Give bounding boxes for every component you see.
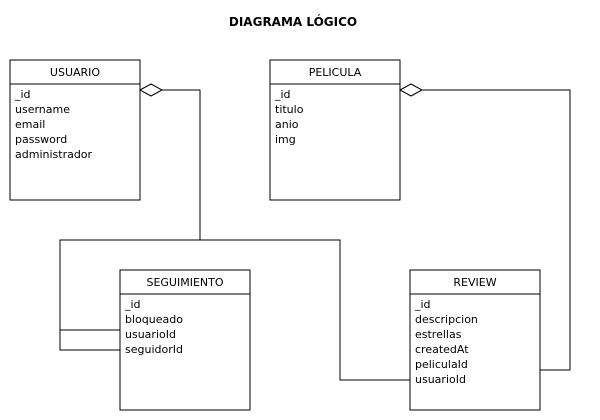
entity-usuario-name: USUARIO xyxy=(50,66,100,79)
entity-pelicula-name: PELICULA xyxy=(309,66,362,79)
entity-pelicula-attr: img xyxy=(275,133,296,146)
entity-usuario-attr: administrador xyxy=(15,148,93,161)
entity-pelicula[interactable]: PELICULA _id titulo anio img xyxy=(269,59,401,201)
connector-usuario-seguimiento-usuarioid xyxy=(59,89,201,331)
connector-seguimiento-seguidorid-branch xyxy=(59,330,120,351)
entity-seguimiento-attr: _id xyxy=(124,298,141,311)
entity-seguimiento-attr: bloqueado xyxy=(125,313,183,326)
entity-review-attr: usuarioId xyxy=(415,373,466,386)
entity-review-name: REVIEW xyxy=(453,276,496,289)
aggregation-diamond-usuario-icon xyxy=(138,83,164,97)
entity-usuario-attr: email xyxy=(15,118,45,131)
entity-review-attr: createdAt xyxy=(415,343,469,356)
entity-usuario-attr: _id xyxy=(14,88,31,101)
diagram-title: DIAGRAMA LÓGICO xyxy=(229,14,357,29)
entity-pelicula-attr: _id xyxy=(274,88,291,101)
entity-usuario-attr: password xyxy=(15,133,67,146)
entity-review-box xyxy=(409,269,541,411)
entity-usuario-box xyxy=(9,59,141,201)
entity-seguimiento[interactable]: SEGUIMIENTO _id bloqueado usuarioId segu… xyxy=(119,269,251,411)
connector-usuario-review-usuarioid xyxy=(200,239,410,381)
connectors xyxy=(59,89,571,381)
entity-review-attr: descripcion xyxy=(415,313,478,326)
entity-seguimiento-attr: seguidorId xyxy=(125,343,183,356)
entity-review[interactable]: REVIEW _id descripcion estrellas created… xyxy=(409,269,541,411)
connector-pelicula-review-peliculaid xyxy=(422,89,571,371)
entity-seguimiento-name: SEGUIMIENTO xyxy=(146,276,223,289)
entity-review-attr: estrellas xyxy=(415,328,462,341)
entity-pelicula-attr: anio xyxy=(275,118,299,131)
entity-pelicula-attr: titulo xyxy=(275,103,304,116)
entity-usuario[interactable]: USUARIO _id username email password admi… xyxy=(9,59,141,201)
entity-seguimiento-box xyxy=(119,269,251,411)
entity-seguimiento-attr: usuarioId xyxy=(125,328,176,341)
aggregation-diamond-pelicula-icon xyxy=(398,83,424,97)
entity-review-attr: _id xyxy=(414,298,431,311)
entity-usuario-attr: username xyxy=(15,103,70,116)
entity-review-attr: peliculaId xyxy=(415,358,468,371)
entity-pelicula-box xyxy=(269,59,401,201)
